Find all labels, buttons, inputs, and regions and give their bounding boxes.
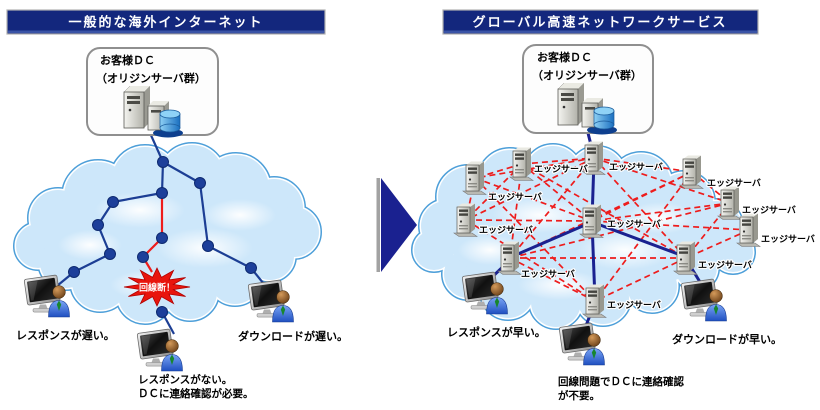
network-node-dot-icon xyxy=(245,262,257,274)
right-user-left-label: レスポンスが早い。 xyxy=(447,325,546,339)
network-node-dot-icon xyxy=(107,196,119,208)
edge-server-label: エッジサーバ xyxy=(488,192,542,202)
network-node-dot-icon xyxy=(156,187,168,199)
left-user-bottom-label-2: ＤＣに連絡確認が必要。 xyxy=(138,387,254,400)
left-network-nodes xyxy=(68,156,257,318)
dc-box-title: お客様ＤＣ xyxy=(537,50,592,64)
right-panel-header: グローバル高速ネットワークサービス xyxy=(442,9,759,35)
edge-server-label: エッジサーバ xyxy=(607,300,661,310)
right-header-title: グローバル高速ネットワークサービス xyxy=(473,15,728,30)
workstation-user-icon xyxy=(136,328,183,372)
edge-server-label: エッジサーバ xyxy=(609,162,663,172)
left-user-bottom-label-1: レスポンスがない。 xyxy=(138,373,232,386)
network-node-dot-icon xyxy=(156,232,168,244)
right-user-right-label: ダウンロードが早い。 xyxy=(672,332,782,346)
starburst-icon xyxy=(123,267,191,307)
right-mesh-links xyxy=(465,157,750,302)
left-user-right-label: ダウンロードが遅い。 xyxy=(238,329,348,343)
server-tower-icon xyxy=(736,213,761,247)
left-dc-box: お客様ＤＣ （オリジンサーバ群） xyxy=(86,47,219,138)
left-header-title: 一般的な海外インターネット xyxy=(68,15,263,30)
edge-server-label: エッジサーバ xyxy=(698,260,752,270)
edge-server-label: エッジサーバ xyxy=(742,205,796,215)
dc-box-frame xyxy=(86,47,219,136)
line-break-burst: 回線断！ xyxy=(123,267,191,307)
network-node-dot-icon xyxy=(92,219,104,231)
edge-server-labels: エッジサーバ エッジサーバ エッジサーバ エッジサーバ エッジサーバ エッジサー… xyxy=(478,161,816,311)
right-header-bar xyxy=(442,9,759,35)
edge-server-label: エッジサーバ xyxy=(534,164,588,174)
workstation-user-icon xyxy=(558,322,605,366)
edge-server-label: エッジサーバ xyxy=(707,178,761,188)
dc-box-title: お客様ＤＣ xyxy=(100,53,155,67)
left-panel-header: 一般的な海外インターネット xyxy=(6,9,326,35)
left-header-bevel xyxy=(8,30,324,33)
network-node-dot-icon xyxy=(68,266,80,278)
workstation-user-icon xyxy=(680,278,727,322)
edge-server-label: エッジサーバ xyxy=(521,269,575,279)
edge-server-label: エッジサーバ xyxy=(479,225,533,235)
network-node-dot-icon xyxy=(194,177,206,189)
edge-server-label: エッジサーバ xyxy=(761,234,815,244)
right-user-bottom-label-2: が不要。 xyxy=(558,389,600,402)
right-user-bottom-label-1: 回線問題でＤＣに連絡確認 xyxy=(558,375,684,388)
right-panel: グローバル高速ネットワークサービス xyxy=(414,9,816,402)
dc-box-frame xyxy=(522,44,654,134)
network-node-dot-icon xyxy=(137,251,149,263)
left-header-bar xyxy=(6,9,326,35)
network-node-dot-icon xyxy=(156,306,168,318)
right-header-bevel xyxy=(444,30,757,33)
network-node-dot-icon xyxy=(104,248,116,260)
left-user-left-label: レスポンスが遅い。 xyxy=(16,328,115,342)
burst-label: 回線断！ xyxy=(139,282,175,293)
transform-arrow-right-icon xyxy=(376,178,417,272)
workstation-user-icon xyxy=(247,279,294,323)
right-dc-box: お客様ＤＣ （オリジンサーバ群） xyxy=(522,44,654,135)
left-panel: 一般的な海外インターネット xyxy=(6,9,348,400)
network-node-dot-icon xyxy=(157,156,169,168)
network-node-dot-icon xyxy=(202,240,214,252)
edge-server-label: エッジサーバ xyxy=(607,219,661,229)
dc-box-subtitle: （オリジンサーバ群） xyxy=(532,68,642,82)
dc-box-subtitle: （オリジンサーバ群） xyxy=(96,71,206,85)
